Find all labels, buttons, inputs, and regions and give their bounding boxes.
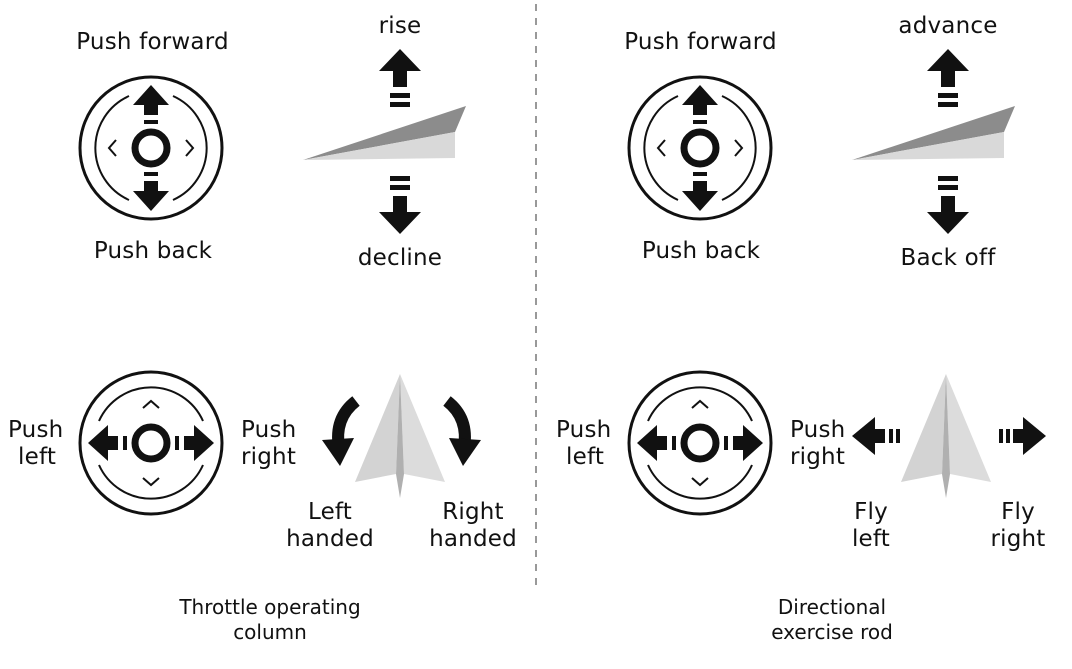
advance-arrow-icon <box>927 49 969 107</box>
label-push-forward: Push forward <box>624 29 777 55</box>
fly-left-arrow-icon <box>852 417 900 455</box>
fly-right-arrow-icon <box>999 417 1046 455</box>
label-right-handed-line2: handed <box>429 526 517 552</box>
label-rise: rise <box>378 13 422 39</box>
label-push-forward: Push forward <box>76 29 229 55</box>
label-push-right-line1: Push <box>790 417 846 443</box>
rise-arrow-icon <box>379 49 421 107</box>
plane-side-view-icon <box>852 106 1015 160</box>
plane-side-view-icon <box>303 106 466 160</box>
back-off-arrow-icon <box>927 176 969 234</box>
label-left-handed-line2: handed <box>286 526 374 552</box>
paper-plane-top-view-icon <box>901 374 991 498</box>
joystick-horizontal-icon <box>629 372 771 514</box>
joystick-vertical-icon <box>80 77 222 219</box>
label-push-left-line2: left <box>18 444 57 470</box>
caption-directional-line1: Directional <box>777 595 887 619</box>
joystick-horizontal-icon <box>80 372 222 514</box>
label-push-left-line1: Push <box>8 417 64 443</box>
caption-throttle-line2: column <box>233 620 307 644</box>
label-left-handed-line1: Left <box>307 499 353 525</box>
label-advance: advance <box>898 13 998 39</box>
label-fly-left-line2: left <box>851 526 891 552</box>
caption-directional-line2: exercise rod <box>771 620 893 644</box>
rotate-left-arrow-icon <box>322 396 360 466</box>
label-fly-right-line2: right <box>990 526 1046 552</box>
joystick-vertical-icon <box>629 77 771 219</box>
label-push-left-line1: Push <box>556 417 612 443</box>
label-fly-right-line1: Fly <box>1001 499 1035 525</box>
label-back-off: Back off <box>900 245 996 271</box>
label-push-right-line1: Push <box>241 417 297 443</box>
label-right-handed-line1: Right <box>442 499 504 525</box>
rotate-right-arrow-icon <box>443 396 481 466</box>
decline-arrow-icon <box>379 176 421 234</box>
paper-plane-top-view-icon <box>355 374 445 498</box>
label-push-back: Push back <box>93 238 213 264</box>
label-push-right-line2: right <box>790 444 846 470</box>
label-push-back: Push back <box>641 238 761 264</box>
label-push-left-line2: left <box>566 444 605 470</box>
label-decline: decline <box>357 245 443 271</box>
caption-throttle-line1: Throttle operating <box>179 595 361 619</box>
label-push-right-line2: right <box>241 444 297 470</box>
label-fly-left-line1: Fly <box>854 499 888 525</box>
